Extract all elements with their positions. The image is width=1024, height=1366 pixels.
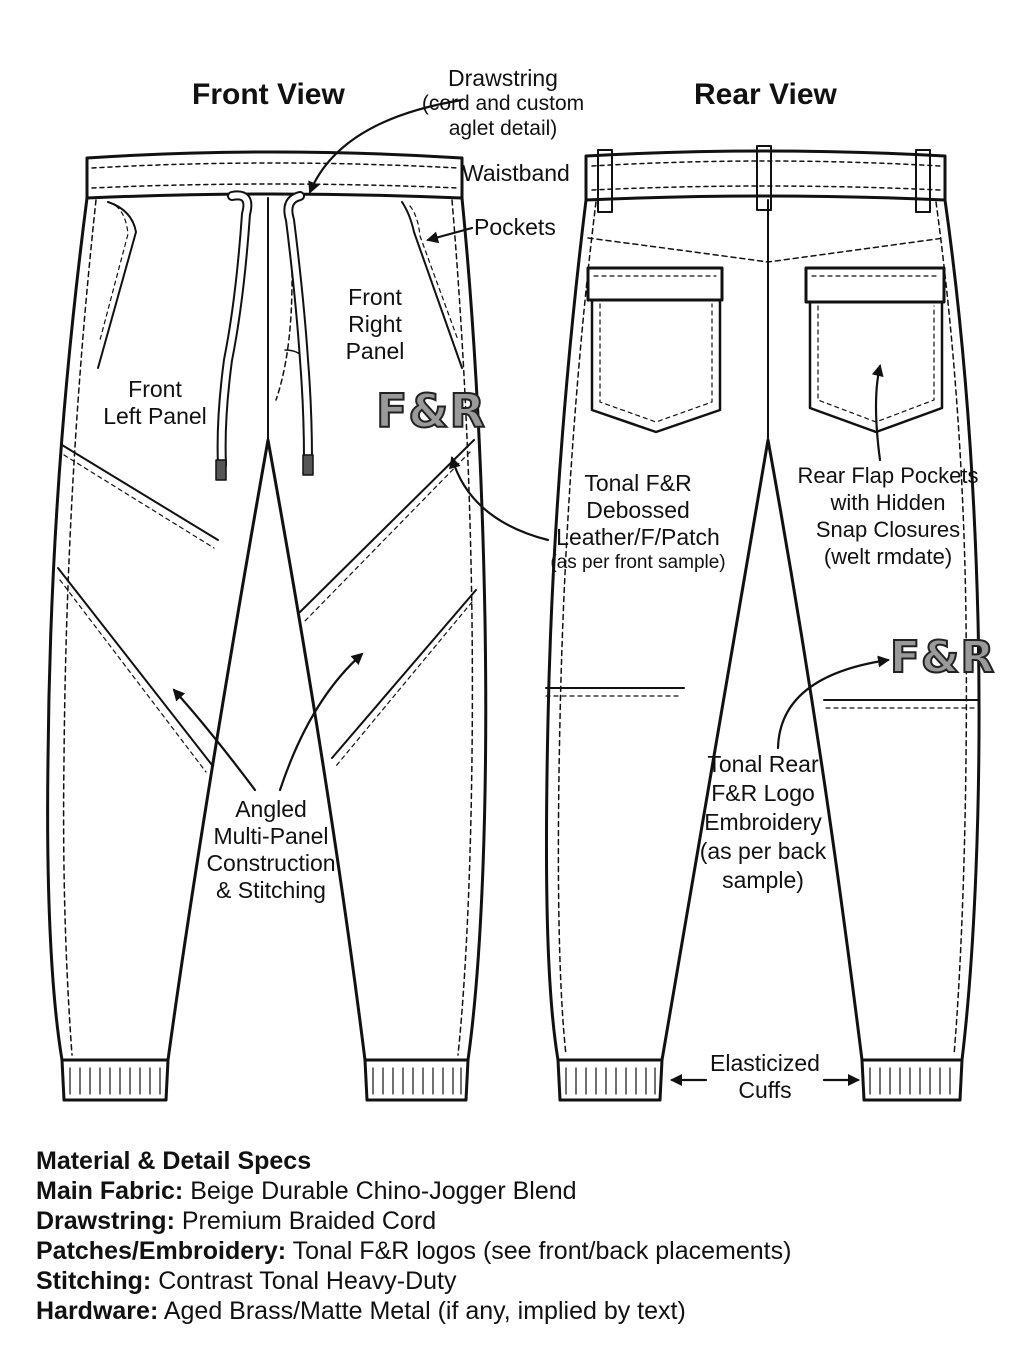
spec-value: Premium Braided Cord — [174, 1207, 437, 1235]
front-logo-patch: F&R — [375, 383, 486, 439]
rear-right-cuff — [860, 1058, 964, 1102]
drawstring-label: Drawstring (cord and custom aglet detail… — [418, 66, 588, 141]
angled-panel-line: & Stitching — [216, 877, 326, 903]
cuffs-label-line: Cuffs — [738, 1077, 792, 1103]
rear-pants — [544, 145, 981, 1102]
angled-panel-line: Construction — [206, 850, 336, 876]
rear-flap-pockets-line: Rear Flap Pockets — [797, 463, 979, 488]
waistband-label: Waistband — [462, 160, 570, 186]
front-left-panel-label: Front Left Panel — [92, 376, 218, 430]
front-left-angled-panel — [57, 444, 219, 766]
rear-flap-pockets-line: Snap Closures — [815, 517, 961, 542]
rear-logo-line: (as per back — [699, 838, 827, 864]
rear-logo-embroidery: F&R — [889, 631, 996, 684]
tonal-patch-label: Tonal F&R Debossed Leather/F/Patch (as p… — [548, 470, 728, 574]
rear-logo-line: sample) — [722, 867, 804, 893]
rear-right-flap-pocket — [804, 266, 946, 304]
tonal-patch-line: Leather/F/Patch — [556, 524, 720, 550]
front-right-angled-panel — [299, 439, 477, 759]
front-right-panel-line: Panel — [345, 338, 405, 364]
front-right-panel-label: Front Right Panel — [330, 284, 420, 365]
rear-view-title: Rear View — [694, 78, 837, 111]
rear-waistband — [584, 149, 947, 202]
cuffs-label-line: Elasticized — [710, 1050, 820, 1076]
angled-panel-line: Multi-Panel — [213, 823, 329, 849]
front-pants — [46, 150, 488, 1102]
specs-heading: Material & Detail Specs — [36, 1146, 996, 1176]
drawstring-label-line: Drawstring — [448, 65, 558, 91]
technical-flat-drawing — [46, 98, 981, 1102]
spec-row-hardware: Hardware: Aged Brass/Matte Metal (if any… — [36, 1296, 996, 1326]
front-waistband — [85, 150, 464, 200]
rear-left-flap-pocket — [586, 266, 724, 302]
front-view-title: Front View — [192, 78, 345, 111]
rear-logo-line: F&R Logo — [711, 780, 815, 806]
callout-arrows — [172, 98, 890, 1086]
front-left-cuff — [60, 1058, 170, 1102]
spec-row-main-fabric: Main Fabric: Beige Durable Chino-Jogger … — [36, 1176, 996, 1206]
rear-outline — [544, 198, 981, 1062]
spec-value: Beige Durable Chino-Jogger Blend — [183, 1177, 577, 1205]
drawstring-label-line: (cord and custom — [421, 92, 585, 115]
rear-flap-pockets-label: Rear Flap Pockets with Hidden Snap Closu… — [790, 462, 986, 570]
specs-heading-text: Material & Detail Specs — [36, 1147, 312, 1175]
drawstring-label-line: aglet detail) — [448, 117, 558, 140]
front-left-pocket — [97, 201, 137, 369]
angled-panel-label: Angled Multi-Panel Construction & Stitch… — [196, 796, 346, 904]
spec-label: Main Fabric: — [36, 1177, 184, 1205]
tonal-patch-note: (as per front sample) — [550, 552, 726, 573]
spec-label: Patches/Embroidery: — [36, 1237, 287, 1265]
front-right-cuff — [363, 1058, 470, 1102]
rear-logo-line: Embroidery — [704, 809, 822, 835]
angled-panel-line: Angled — [235, 796, 307, 822]
spec-value: Aged Brass/Matte Metal (if any, implied … — [158, 1297, 686, 1325]
spec-row-patches: Patches/Embroidery: Tonal F&R logos (see… — [36, 1236, 996, 1266]
spec-row-stitching: Stitching: Contrast Tonal Heavy-Duty — [36, 1266, 996, 1296]
spec-row-drawstring: Drawstring: Premium Braided Cord — [36, 1206, 996, 1236]
material-specs: Material & Detail Specs Main Fabric: Bei… — [36, 1146, 996, 1326]
spec-label: Hardware: — [36, 1297, 159, 1325]
rear-left-cuff — [556, 1058, 664, 1102]
spec-label: Stitching: — [36, 1267, 152, 1295]
pockets-label: Pockets — [474, 214, 556, 240]
spec-label: Drawstring: — [36, 1207, 175, 1235]
front-right-pocket — [401, 201, 463, 369]
cuffs-label: Elasticized Cuffs — [700, 1050, 830, 1104]
rear-logo-line: Tonal Rear — [707, 751, 819, 777]
tonal-patch-line: Debossed — [586, 497, 690, 523]
rear-flap-pockets-line: (welt rmdate) — [823, 544, 953, 569]
front-left-panel-line: Left Panel — [103, 403, 207, 429]
rear-flap-pockets-line: with Hidden — [830, 490, 946, 515]
front-left-panel-line: Front — [128, 376, 182, 402]
spec-value: Tonal F&R logos (see front/back placemen… — [286, 1237, 792, 1265]
rear-logo-label: Tonal Rear F&R Logo Embroidery (as per b… — [688, 750, 838, 895]
front-right-panel-line: Right — [348, 311, 402, 337]
spec-value: Contrast Tonal Heavy-Duty — [151, 1267, 457, 1295]
front-right-panel-line: Front — [348, 284, 402, 310]
front-outline — [46, 196, 488, 1062]
tonal-patch-line: Tonal F&R — [584, 470, 692, 496]
